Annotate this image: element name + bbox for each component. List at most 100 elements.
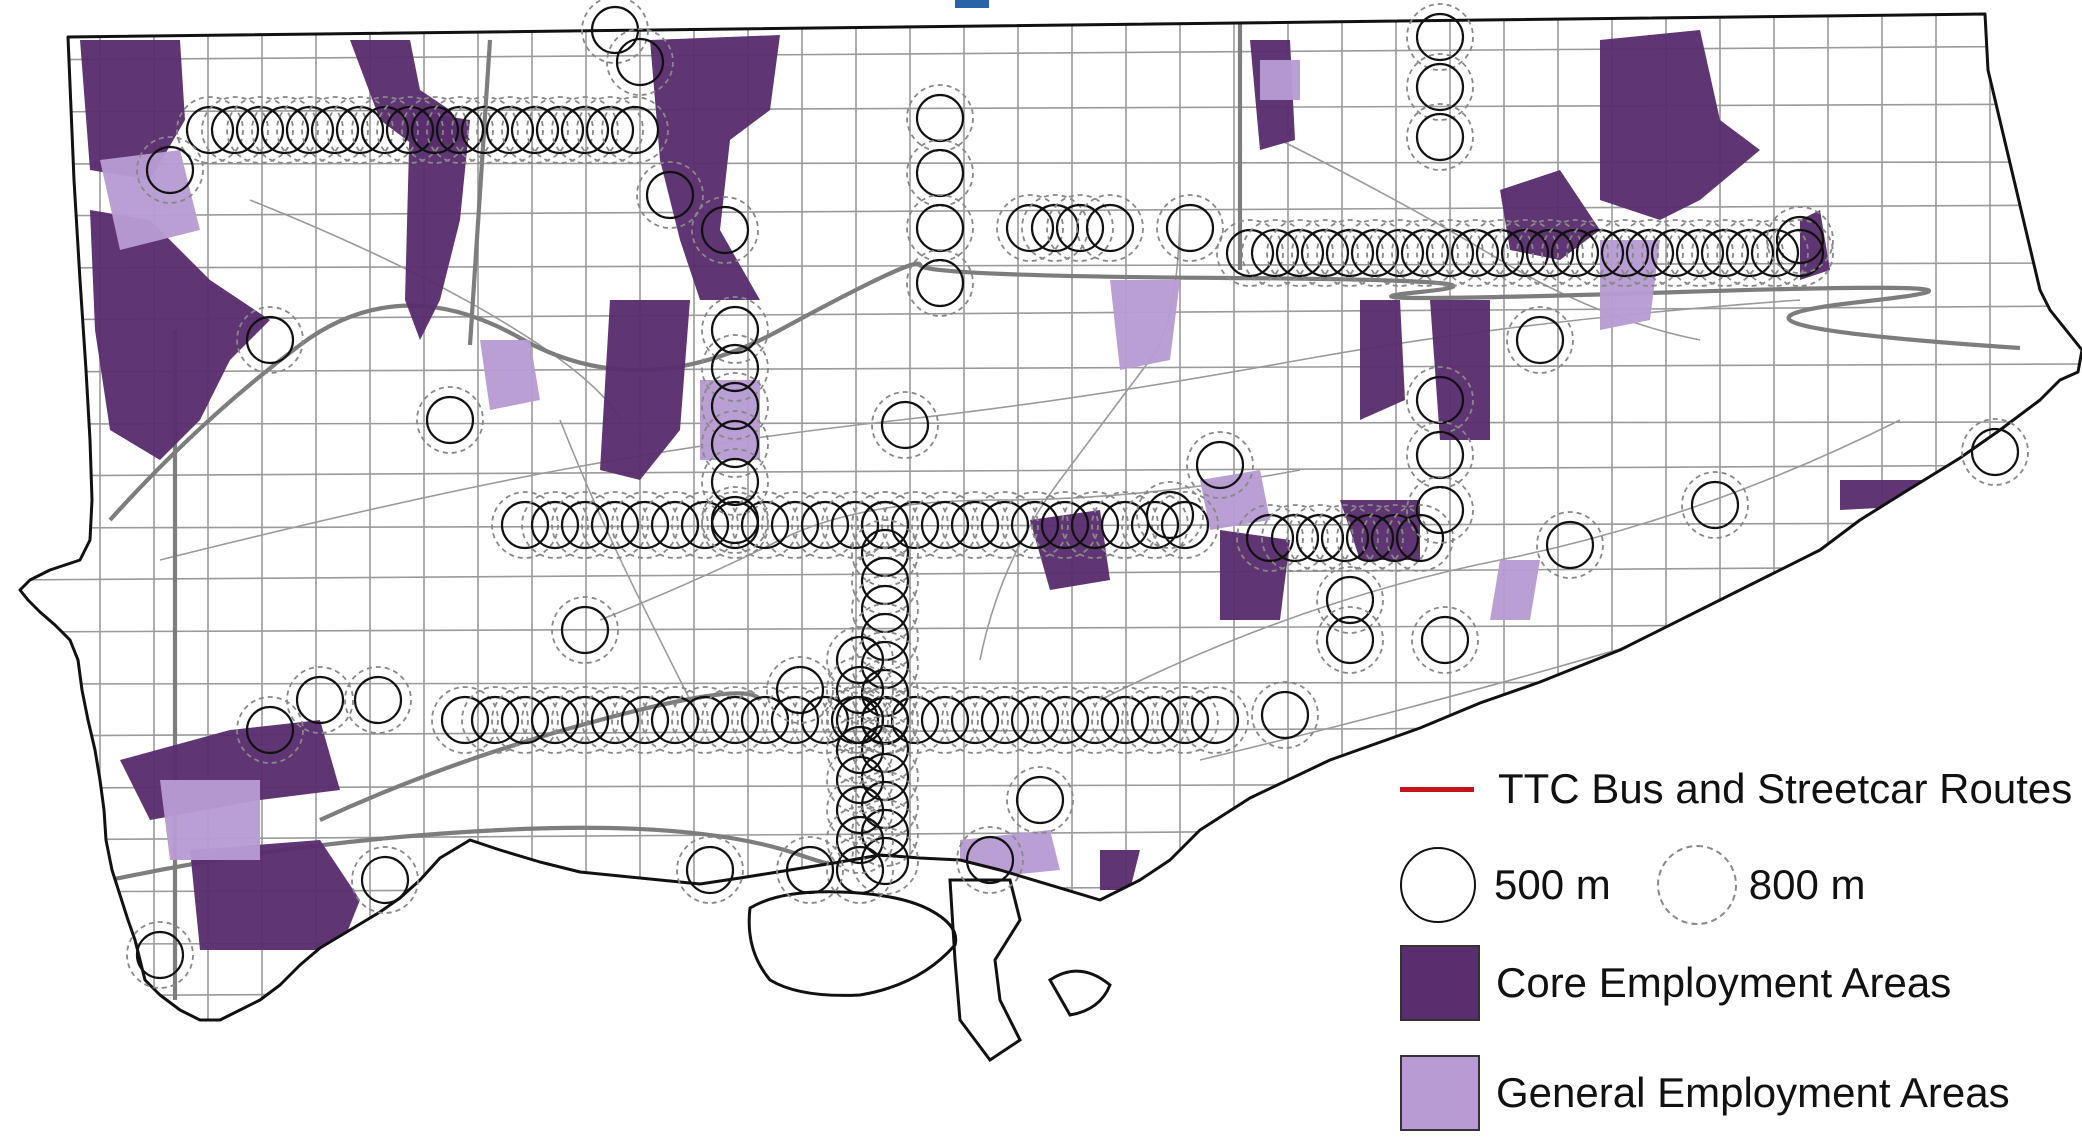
ring-800m: [1441, 219, 1509, 287]
ring-800m: [1006, 766, 1074, 834]
ring-800m: [1091, 491, 1159, 559]
ring-800m: [1266, 219, 1334, 287]
ring-500m: [145, 145, 195, 195]
ring-500m: [915, 203, 965, 253]
legend-general-label: General Employment Areas: [1496, 1069, 2010, 1116]
ring-500m: [530, 695, 580, 745]
ring-800m: [1136, 481, 1204, 549]
ring-800m: [911, 491, 979, 559]
general-employment-area: [160, 780, 260, 860]
ring-800m: [606, 28, 674, 96]
ring-800m: [431, 686, 499, 754]
ring-500m: [710, 381, 760, 431]
ring-500m: [800, 500, 850, 550]
ring-500m: [1550, 228, 1600, 278]
ring-800m: [1741, 219, 1809, 287]
ring-500m: [1130, 695, 1180, 745]
ring-500m: [1325, 615, 1375, 665]
core-employment-area: [80, 40, 185, 180]
ring-800m: [851, 575, 919, 643]
ring-500m: [1700, 228, 1750, 278]
ring-800m: [476, 96, 544, 164]
ring-800m: [851, 715, 919, 783]
ring-500m: [1145, 490, 1195, 540]
ring-500m: [1420, 615, 1470, 665]
ring-800m: [851, 771, 919, 839]
core-employment-area: [1500, 170, 1600, 260]
ring-800m: [766, 656, 834, 724]
ring-500m: [1575, 228, 1625, 278]
ring-500m: [785, 845, 835, 895]
ring-500m: [1415, 62, 1465, 112]
core-employment-area: [600, 300, 690, 480]
ring-500m: [1070, 500, 1120, 550]
legend-core: Core Employment Areas: [1400, 945, 1951, 1021]
ring-500m: [485, 105, 535, 155]
ring-800m: [401, 96, 469, 164]
legend-routes-label: TTC Bus and Streetcar Routes: [1498, 765, 2073, 812]
ring-800m: [761, 686, 829, 754]
core-employment-area: [405, 110, 470, 340]
ring-800m: [701, 334, 769, 402]
ring-500m: [560, 695, 610, 745]
ring-500m: [835, 785, 885, 835]
dashed-circle-icon: [1656, 845, 1737, 925]
ring-800m: [1286, 504, 1354, 572]
ring-500m: [1970, 427, 2020, 477]
ring-800m: [881, 491, 949, 559]
ring-800m: [821, 491, 889, 559]
ring-800m: [826, 776, 894, 844]
ring-800m: [791, 491, 859, 559]
ring-800m: [1536, 511, 1604, 579]
core-employment-area: [190, 840, 360, 950]
road-line: [20, 421, 2082, 425]
ring-800m: [581, 491, 649, 559]
ring-500m: [710, 695, 760, 745]
ring-800m: [226, 96, 294, 164]
ring-800m: [851, 631, 919, 699]
ring-500m: [295, 675, 345, 725]
ring-500m: [1010, 695, 1060, 745]
ring-800m: [1236, 504, 1304, 572]
ring-800m: [611, 686, 679, 754]
ring-500m: [915, 93, 965, 143]
ring-500m: [500, 500, 550, 550]
ring-800m: [581, 686, 649, 754]
ring-800m: [611, 491, 679, 559]
map-legend: TTC Bus and Streetcar Routes 500 m 800 m…: [1400, 745, 2080, 1135]
ring-500m: [965, 835, 1015, 885]
ring-800m: [1251, 681, 1319, 749]
ring-500m: [185, 105, 235, 155]
ring-800m: [1261, 504, 1329, 572]
ring-800m: [1121, 491, 1189, 559]
core-employment-area: [1360, 300, 1405, 420]
ring-800m: [701, 686, 769, 754]
ring-800m: [851, 603, 919, 671]
ring-500m: [1650, 228, 1700, 278]
ring-800m: [344, 666, 412, 734]
ring-500m: [510, 105, 560, 155]
general-employment-area: [1200, 470, 1270, 530]
employment-areas: [80, 30, 1935, 950]
ring-500m: [560, 605, 610, 655]
general-employment-area: [100, 150, 200, 250]
ring-500m: [645, 170, 695, 220]
ring-500m: [1225, 228, 1275, 278]
ring-800m: [526, 96, 594, 164]
general-employment-area: [1260, 60, 1300, 100]
ring-800m: [1121, 686, 1189, 754]
ring-500m: [1160, 500, 1210, 550]
ring-800m: [1566, 219, 1634, 287]
ring-800m: [851, 519, 919, 587]
ring-500m: [915, 258, 965, 308]
ring-500m: [435, 105, 485, 155]
ring-800m: [551, 686, 619, 754]
ring-800m: [1406, 366, 1474, 434]
ring-800m: [1406, 103, 1474, 171]
ring-800m: [776, 836, 844, 904]
ring-500m: [770, 695, 820, 745]
ring-800m: [1641, 219, 1709, 287]
ring-500m: [1750, 228, 1800, 278]
ring-500m: [920, 695, 970, 745]
ring-800m: [521, 686, 589, 754]
